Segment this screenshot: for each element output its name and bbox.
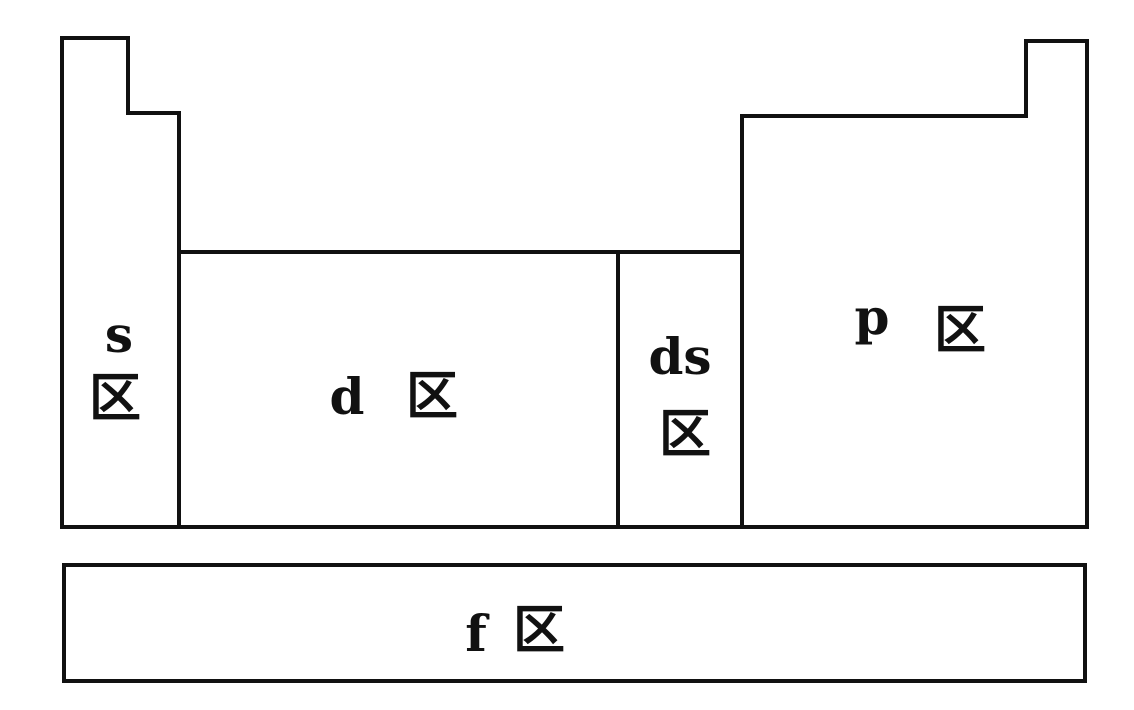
s-block-letter: s: [105, 305, 133, 364]
f-block-letter: f: [465, 604, 490, 663]
ds-block-char: 区: [659, 404, 711, 465]
f-block-char: 区: [513, 600, 565, 661]
s-block-char: 区: [89, 368, 141, 429]
ds-block-letter: ds: [648, 327, 711, 386]
p-block-letter: p: [855, 287, 890, 346]
p-block-char: 区: [934, 300, 986, 361]
d-block-letter: d: [330, 367, 365, 426]
main-table-outline: [60, 36, 1089, 529]
d-block-char: 区: [406, 366, 458, 427]
f-block-outline: [62, 563, 1087, 683]
